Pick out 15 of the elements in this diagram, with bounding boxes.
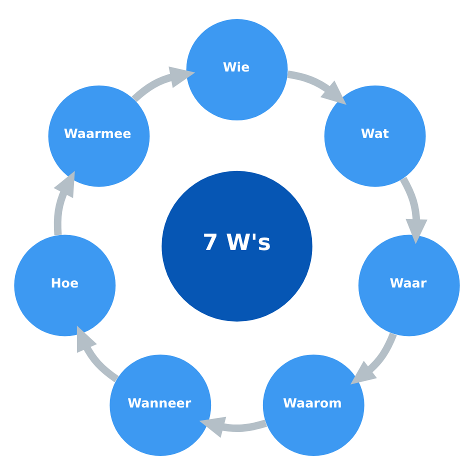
node-circle: 7 W's [162,170,312,322]
arrow [199,416,267,438]
node-circle: Waar [358,234,460,336]
arrow [76,325,119,382]
node-circle: Hoe [14,234,116,336]
node-circle: Waarmee [48,84,150,186]
node-circle: Waarom [262,354,364,456]
node-circle: Wat [324,84,426,186]
arrow [132,66,196,102]
node-circle: Wanneer [110,354,212,456]
node-circle: Wie [186,18,288,120]
arrow [350,332,397,384]
arrow [287,70,347,104]
arrow [54,170,75,235]
arrow [400,176,428,244]
